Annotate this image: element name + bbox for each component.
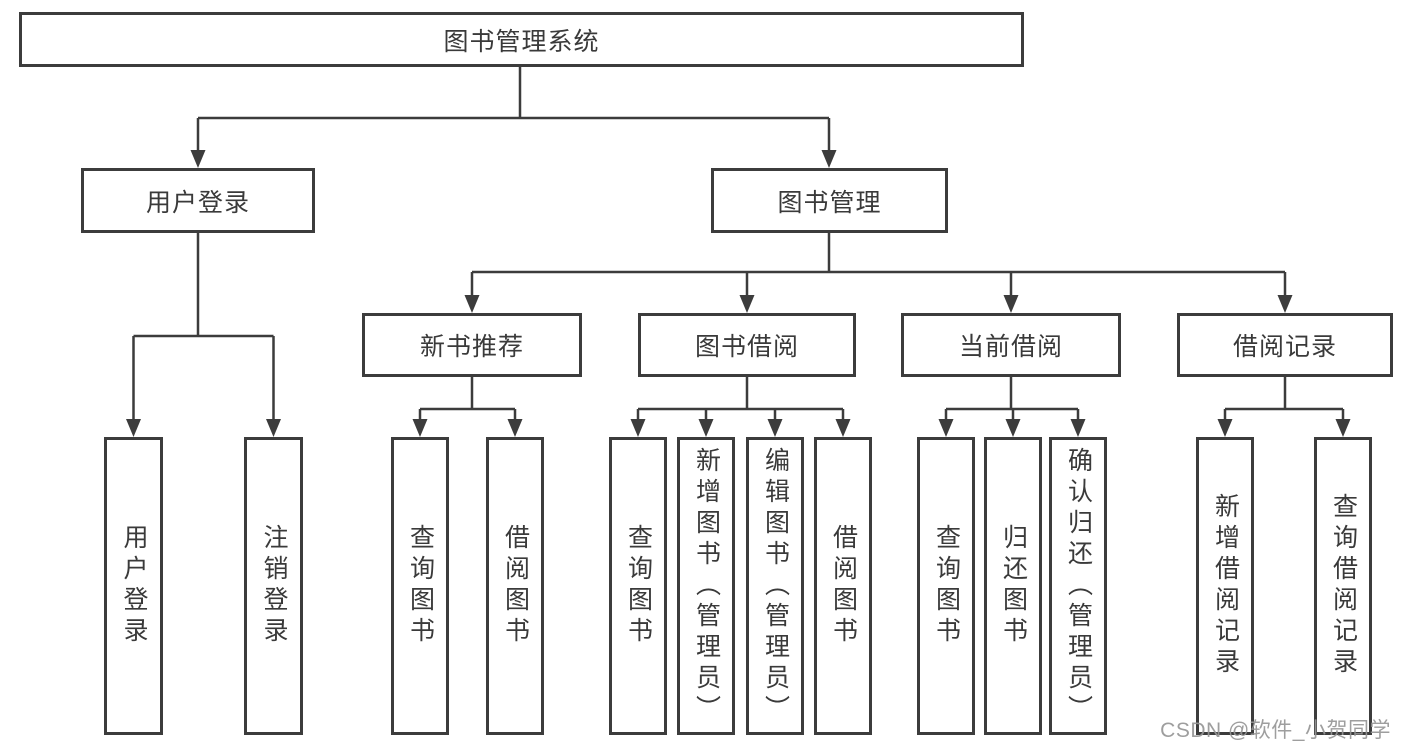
node-root: 图书管理系统	[19, 12, 1024, 67]
leaf-borrow-query-label: 查询图书	[624, 524, 653, 648]
node-borrow-record: 借阅记录	[1177, 313, 1393, 377]
leaf-current-return-label: 归还图书	[999, 524, 1028, 648]
leaf-borrow-add-admin-label: 新增图书（管理员）	[692, 446, 721, 726]
leaf-borrow-borrow: 借阅图书	[814, 437, 872, 735]
leaf-borrow-add-admin: 新增图书（管理员）	[677, 437, 735, 735]
leaf-user-login-label: 用户登录	[120, 524, 148, 648]
node-user-login: 用户登录	[81, 168, 315, 233]
leaf-borrow-query: 查询图书	[609, 437, 667, 735]
leaf-record-query-label: 查询借阅记录	[1329, 493, 1358, 679]
leaf-current-return: 归还图书	[984, 437, 1042, 735]
leaf-record-add-label: 新增借阅记录	[1211, 493, 1240, 679]
leaf-newbook-borrow-label: 借阅图书	[501, 524, 530, 648]
leaf-current-query-label: 查询图书	[932, 524, 961, 648]
leaf-newbook-borrow: 借阅图书	[486, 437, 544, 735]
leaf-borrow-edit-admin-label: 编辑图书（管理员）	[761, 446, 790, 726]
leaf-logout: 注销登录	[244, 437, 303, 735]
leaf-newbook-query-label: 查询图书	[406, 524, 435, 648]
leaf-current-confirm-admin: 确认归还（管理员）	[1049, 437, 1107, 735]
node-book-borrow: 图书借阅	[638, 313, 856, 377]
leaf-newbook-query: 查询图书	[391, 437, 449, 735]
leaf-record-add: 新增借阅记录	[1196, 437, 1254, 735]
node-current-borrow: 当前借阅	[901, 313, 1121, 377]
leaf-borrow-edit-admin: 编辑图书（管理员）	[746, 437, 804, 735]
csdn-watermark: CSDN @软件_小贺同学	[1160, 719, 1391, 742]
leaf-current-confirm-admin-label: 确认归还（管理员）	[1064, 446, 1093, 726]
leaf-logout-label: 注销登录	[260, 524, 288, 648]
leaf-record-query: 查询借阅记录	[1314, 437, 1372, 735]
leaf-current-query: 查询图书	[917, 437, 975, 735]
node-book-management: 图书管理	[711, 168, 948, 233]
leaf-user-login: 用户登录	[104, 437, 163, 735]
leaf-borrow-borrow-label: 借阅图书	[829, 524, 858, 648]
arrowheads	[126, 150, 1351, 437]
node-new-book-recommend: 新书推荐	[362, 313, 582, 377]
